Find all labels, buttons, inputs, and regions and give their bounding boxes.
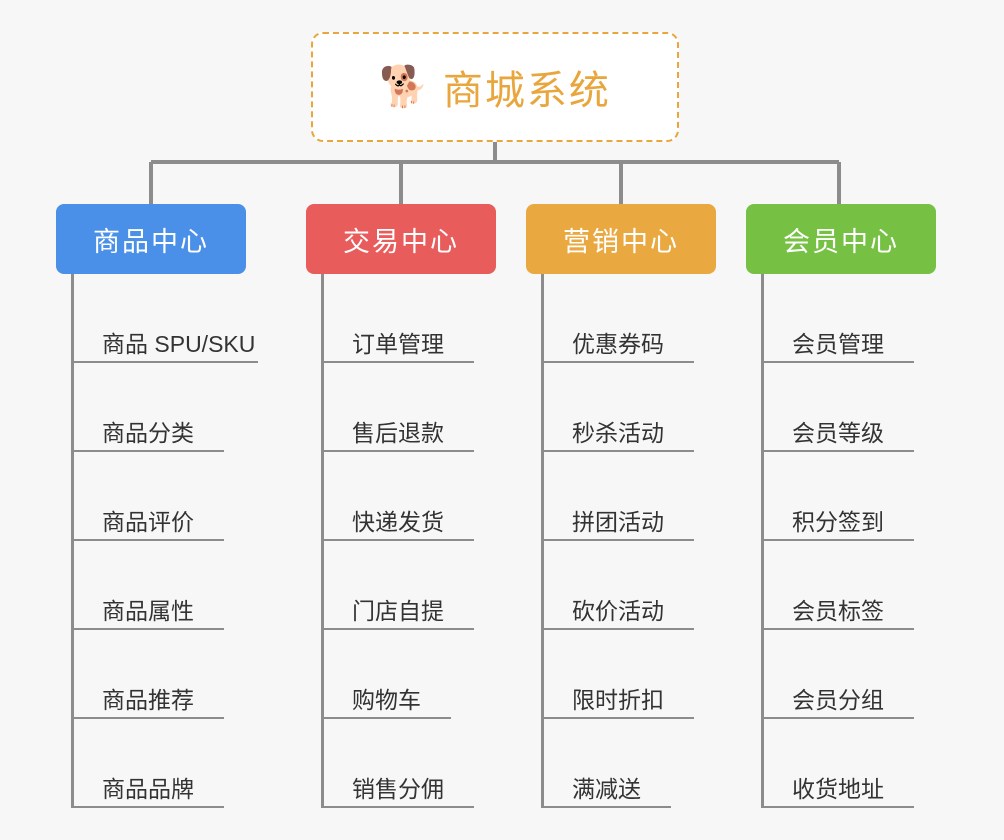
leaf-underline — [542, 806, 671, 808]
leaf-underline — [762, 717, 914, 719]
leaf-underline — [542, 539, 694, 541]
branch-column: 会员中心 会员管理 会员等级 积分签到 会员标签 会员分组 — [746, 204, 936, 808]
list-item-label: 优惠券码 — [572, 330, 664, 357]
leaf-underline — [762, 450, 914, 452]
list-item[interactable]: 商品推荐 — [72, 630, 246, 719]
leaf-underline — [72, 539, 224, 541]
leaf-underline — [322, 539, 474, 541]
leaf-underline — [542, 717, 694, 719]
list-item-label: 商品 SPU/SKU — [102, 330, 256, 357]
list-item-label: 商品品牌 — [102, 775, 194, 802]
list-item-label: 收货地址 — [792, 775, 884, 802]
list-item-label: 门店自提 — [352, 597, 444, 624]
list-item-label: 商品属性 — [102, 597, 194, 624]
list-item[interactable]: 会员标签 — [762, 541, 936, 630]
root-node[interactable]: 🐕 商城系统 — [311, 32, 679, 142]
branch-column: 交易中心 订单管理 售后退款 快递发货 门店自提 购物车 — [306, 204, 496, 808]
list-item-label: 砍价活动 — [572, 597, 664, 624]
leaf-underline — [322, 450, 474, 452]
leaf-underline — [762, 806, 914, 808]
list-item-label: 会员标签 — [792, 597, 884, 624]
list-item-label: 会员等级 — [792, 419, 884, 446]
list-item-label: 积分签到 — [792, 508, 884, 535]
leaf-underline — [322, 628, 474, 630]
list-item-label: 售后退款 — [352, 419, 444, 446]
list-item-label: 商品推荐 — [102, 686, 194, 713]
list-item[interactable]: 满减送 — [542, 719, 716, 808]
list-item[interactable]: 秒杀活动 — [542, 363, 716, 452]
category-header-label: 会员中心 — [783, 226, 899, 257]
list-item-label: 销售分佣 — [352, 775, 444, 802]
leaf-underline — [762, 628, 914, 630]
leaf-underline — [542, 361, 694, 363]
branch-column: 营销中心 优惠券码 秒杀活动 拼团活动 砍价活动 限时折扣 — [526, 204, 716, 808]
list-item-label: 拼团活动 — [572, 508, 664, 535]
category-header-商品中心[interactable]: 商品中心 — [56, 204, 246, 274]
leaf-underline — [72, 450, 224, 452]
list-item[interactable]: 会员等级 — [762, 363, 936, 452]
list-item[interactable]: 订单管理 — [322, 274, 496, 363]
list-item-label: 会员分组 — [792, 686, 884, 713]
category-header-营销中心[interactable]: 营销中心 — [526, 204, 716, 274]
list-item[interactable]: 购物车 — [322, 630, 496, 719]
shiba-dog-face-icon: 🐕 — [379, 65, 429, 109]
list-item[interactable]: 砍价活动 — [542, 541, 716, 630]
leaf-underline — [72, 628, 224, 630]
list-item-label: 限时折扣 — [572, 686, 664, 713]
list-item[interactable]: 积分签到 — [762, 452, 936, 541]
list-item[interactable]: 收货地址 — [762, 719, 936, 808]
list-item-label: 商品评价 — [102, 508, 194, 535]
list-item-label: 秒杀活动 — [572, 419, 664, 446]
list-item[interactable]: 拼团活动 — [542, 452, 716, 541]
branch-column: 商品中心 商品 SPU/SKU 商品分类 商品评价 商品属性 商品推荐 — [56, 204, 258, 808]
list-item[interactable]: 商品品牌 — [72, 719, 246, 808]
leaf-list: 订单管理 售后退款 快递发货 门店自提 购物车 销售分佣 — [306, 274, 496, 808]
leaf-underline — [72, 361, 258, 363]
list-item[interactable]: 销售分佣 — [322, 719, 496, 808]
list-item-label: 商品分类 — [102, 419, 194, 446]
list-item[interactable]: 优惠券码 — [542, 274, 716, 363]
list-item[interactable]: 商品分类 — [72, 363, 246, 452]
leaf-underline — [542, 450, 694, 452]
list-item[interactable]: 会员管理 — [762, 274, 936, 363]
list-item[interactable]: 商品 SPU/SKU — [72, 274, 258, 363]
list-item-label: 会员管理 — [792, 330, 884, 357]
leaf-underline — [72, 806, 224, 808]
leaf-underline — [72, 717, 224, 719]
category-header-label: 商品中心 — [93, 226, 209, 257]
list-item-label: 满减送 — [572, 775, 641, 802]
page-title: 商城系统 — [442, 69, 611, 113]
leaf-underline — [322, 361, 474, 363]
leaf-underline — [762, 539, 914, 541]
list-item[interactable]: 商品评价 — [72, 452, 246, 541]
list-item-label: 快递发货 — [352, 508, 444, 535]
leaf-underline — [542, 628, 694, 630]
category-header-label: 营销中心 — [563, 226, 679, 257]
list-item[interactable]: 商品属性 — [72, 541, 246, 630]
category-header-交易中心[interactable]: 交易中心 — [306, 204, 496, 274]
category-header-label: 交易中心 — [343, 226, 459, 257]
leaf-underline — [762, 361, 914, 363]
list-item[interactable]: 门店自提 — [322, 541, 496, 630]
leaf-list: 优惠券码 秒杀活动 拼团活动 砍价活动 限时折扣 满减送 — [526, 274, 716, 808]
list-item-label: 订单管理 — [352, 330, 444, 357]
leaf-list: 商品 SPU/SKU 商品分类 商品评价 商品属性 商品推荐 商品品牌 — [56, 274, 258, 808]
leaf-list: 会员管理 会员等级 积分签到 会员标签 会员分组 收货地址 — [746, 274, 936, 808]
list-item[interactable]: 限时折扣 — [542, 630, 716, 719]
leaf-underline — [322, 717, 451, 719]
list-item[interactable]: 快递发货 — [322, 452, 496, 541]
list-item-label: 购物车 — [352, 686, 421, 713]
list-item[interactable]: 会员分组 — [762, 630, 936, 719]
category-header-会员中心[interactable]: 会员中心 — [746, 204, 936, 274]
leaf-underline — [322, 806, 474, 808]
list-item[interactable]: 售后退款 — [322, 363, 496, 452]
